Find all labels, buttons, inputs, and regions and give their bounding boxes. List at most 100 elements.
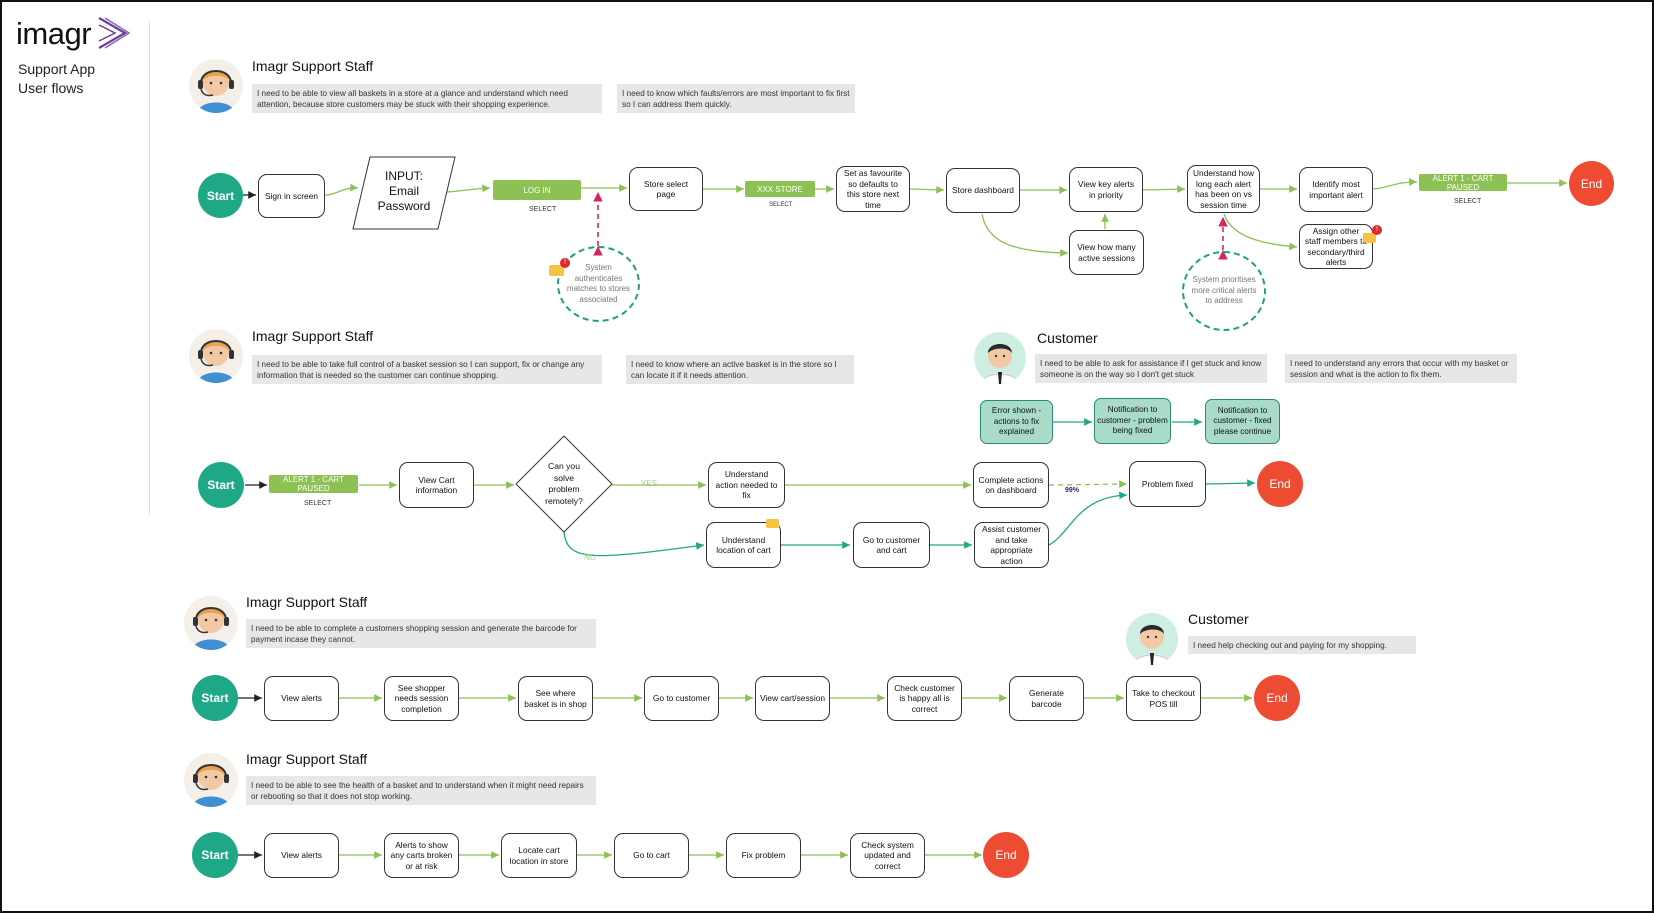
edge-fixed-end — [1205, 479, 1256, 488]
step-identify-important-alert: Identify most important alert — [1299, 167, 1373, 212]
step-go-to-customer: Go to customer — [644, 676, 719, 721]
step-view-cart-information: View Cart information — [399, 462, 474, 508]
step-view-cart-session: View cart/session — [755, 676, 830, 721]
support-staff-avatar — [184, 753, 238, 807]
step-go-to-customer: Go to customer and cart — [853, 522, 930, 568]
customer-avatar — [1126, 613, 1178, 665]
divider — [149, 22, 150, 514]
no-label: NO — [584, 553, 596, 562]
edge-assist-fixed — [1048, 491, 1128, 546]
persona-title: Imagr Support Staff — [246, 594, 368, 610]
step-see-shopper-needs: See shopper needs session completion — [384, 676, 459, 721]
user-story-note: I need to be able to complete a customer… — [246, 619, 596, 648]
edge-identify-alert — [1371, 178, 1418, 190]
step-take-to-checkout: Take to checkout POS till — [1126, 676, 1201, 721]
start-node: Start — [192, 675, 238, 721]
customer-story-note: I need to be able to ask for assistance … — [1035, 354, 1267, 383]
alert-badge-icon: ! — [1372, 225, 1382, 235]
edge-fav-dash — [908, 185, 945, 194]
step-view-active-sessions: View how many active sessions — [1069, 230, 1144, 275]
step-locate-cart: Locate cart location in store — [501, 833, 577, 878]
step-assist-customer: Assist customer and take appropriate act… — [974, 522, 1049, 568]
customer-step-error-shown: Error shown - actions to fix explained — [980, 400, 1053, 444]
progress-percent: 99% — [1065, 487, 1080, 494]
customer-story-note: I need to understand any errors that occ… — [1285, 354, 1517, 383]
step-fix-problem: Fix problem — [726, 833, 801, 878]
step-go-to-cart: Go to cart — [614, 833, 689, 878]
edge-alerts-howlong — [1141, 185, 1186, 194]
step-set-favourite: Set as favourite so defaults to this sto… — [836, 166, 910, 212]
select-label: SELECT — [304, 500, 332, 507]
customer-title: Customer — [1037, 330, 1098, 346]
brand-title: imagr — [16, 16, 92, 51]
login-button: LOG IN — [493, 180, 581, 200]
edge-dash-sessions — [981, 213, 1069, 257]
step-understand-alert-duration: Understand how long each alert has been … — [1187, 165, 1260, 213]
edge-howlong-assign — [1223, 213, 1298, 251]
step-check-customer-happy: Check customer is happy all is correct — [887, 676, 962, 721]
brand-logo: imagr — [16, 16, 131, 52]
user-story-note: I need to know which faults/errors are m… — [617, 84, 855, 113]
step-check-system-updated: Check system updated and correct — [850, 833, 925, 878]
start-node: Start — [192, 832, 238, 878]
alert-cart-paused-button: ALERT 1 - CART PAUSED — [269, 475, 358, 493]
step-view-alerts: View alerts — [264, 676, 339, 721]
customer-avatar — [974, 332, 1026, 384]
end-node: End — [1257, 461, 1303, 507]
step-alerts-broken-carts: Alerts to show any carts broken or at ri… — [384, 833, 459, 878]
persona-title: Imagr Support Staff — [252, 58, 374, 74]
edge-signin-input — [324, 183, 359, 196]
input-parallelogram — [352, 156, 456, 230]
message-icon — [1363, 233, 1376, 243]
step-sign-in-screen: Sign in screen — [258, 174, 325, 218]
input-label-line: Email — [388, 184, 419, 198]
step-assign-staff: Assign other staff members to secondary/… — [1299, 224, 1373, 269]
step-store-dashboard: Store dashboard — [946, 168, 1020, 213]
select-label: SELECT — [529, 206, 557, 213]
step-understand-location: Understand location of cart — [706, 522, 781, 568]
edge-complete-fixed — [1048, 480, 1128, 488]
select-label: SELECT — [769, 202, 793, 208]
user-story-note: I need to be able to view all baskets in… — [252, 84, 602, 113]
support-staff-avatar — [189, 59, 243, 113]
support-staff-avatar — [184, 596, 238, 650]
yes-label: YES — [641, 479, 658, 488]
step-see-where-basket: See where basket is in shop — [518, 676, 593, 721]
persona-title: Imagr Support Staff — [246, 751, 368, 767]
step-complete-actions-dashboard: Complete actions on dashboard — [973, 462, 1049, 508]
user-story-note: I need to know where an active basket is… — [626, 355, 854, 384]
customer-step-notification-fixed: Notification to customer - fixed please … — [1205, 399, 1280, 444]
start-node: Start — [198, 462, 244, 508]
customer-step-notification-being-fixed: Notification to customer - problem being… — [1094, 398, 1171, 444]
step-problem-fixed: Problem fixed — [1129, 461, 1206, 507]
step-generate-barcode: Generate barcode — [1009, 676, 1084, 721]
message-icon — [766, 519, 779, 528]
alert-cart-paused-button: ALERT 1 - CART PAUSED — [1419, 174, 1507, 192]
step-view-alerts: View alerts — [264, 833, 339, 878]
support-staff-avatar — [189, 329, 243, 383]
system-auth-node: System authenticates matches to stores a… — [557, 246, 640, 322]
persona-title: Imagr Support Staff — [252, 328, 374, 344]
brand-subtitle-2: User flows — [18, 80, 84, 96]
decision-label: Can you solve problem remotely? — [545, 461, 583, 506]
user-story-note: I need to be able to take full control o… — [252, 355, 602, 384]
customer-title: Customer — [1188, 611, 1249, 627]
user-story-note: I need to be able to see the health of a… — [246, 776, 596, 805]
edge-decision-no — [563, 531, 705, 557]
xxx-store-button: XXX STORE — [745, 181, 815, 197]
input-label-line: INPUT: — [384, 169, 423, 183]
step-understand-action: Understand action needed to fix — [708, 462, 785, 508]
end-node: End — [1254, 675, 1300, 721]
step-store-select-page: Store select page — [629, 167, 703, 211]
imagr-chevron-icon — [98, 17, 131, 49]
start-node: Start — [198, 173, 243, 218]
message-icon — [549, 265, 564, 276]
brand-subtitle-1: Support App — [18, 61, 96, 77]
end-node: End — [983, 832, 1029, 878]
select-label: SELECT — [1454, 198, 1482, 205]
decision-diamond — [515, 435, 613, 533]
customer-story-note: I need help checking out and paying for … — [1188, 636, 1416, 654]
